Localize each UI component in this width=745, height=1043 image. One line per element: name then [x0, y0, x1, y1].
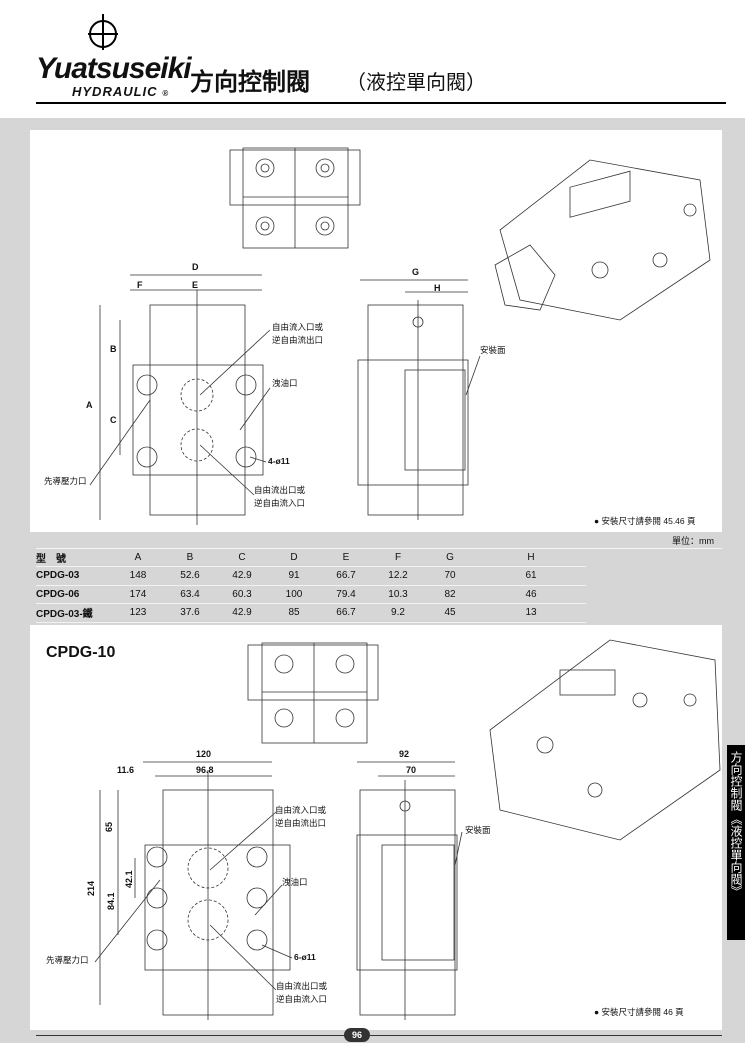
table-row: CPDG-03 148 52.6 42.9 91 66.7 12.2 70 61 — [36, 567, 586, 585]
cell: 85 — [288, 607, 300, 619]
header-cell: 型 號 — [36, 553, 66, 565]
cell: 91 — [288, 570, 300, 582]
side-tab-title: 方向控制閥 — [729, 751, 743, 811]
header-cell: G — [446, 551, 454, 563]
page-subtitle: （液控單向閥） — [346, 72, 486, 94]
cell: 42.9 — [232, 607, 252, 619]
cell: 66.7 — [336, 607, 356, 619]
cell: 82 — [444, 588, 456, 600]
callout-drain: 洩油口 — [282, 877, 308, 887]
table-row: CPDG-03-鐵 123 37.6 42.9 85 66.7 9.2 45 13 — [36, 604, 586, 622]
callout-mount: 安裝面 — [480, 345, 506, 355]
callout-free-flow-out: 自由流出口或逆自由流入口 — [276, 981, 328, 1004]
brand-logo: Yuatsuseiki — [36, 52, 192, 85]
header-cell: C — [238, 551, 246, 563]
dim-70: 70 — [406, 765, 417, 775]
cell: 45 — [444, 607, 456, 619]
header-cell: A — [134, 551, 142, 563]
callout-holes: 4-ø11 — [268, 456, 290, 466]
cell: 52.6 — [180, 570, 200, 582]
isometric-view-drawing — [494, 159, 711, 321]
callout-pilot: 先導壓力口 — [46, 955, 89, 965]
table-row: CPDG-06 174 63.4 60.3 100 79.4 10.3 82 46 — [36, 585, 586, 604]
cell: 174 — [129, 588, 147, 600]
cell: 100 — [285, 588, 303, 600]
callout-mount: 安裝面 — [465, 825, 491, 835]
cell: 123 — [129, 607, 147, 619]
cell: 60.3 — [232, 588, 252, 600]
brand-subtitle: HYDRAULIC — [72, 84, 158, 99]
cell: 12.2 — [388, 570, 408, 582]
cell: 42.9 — [232, 570, 252, 582]
dim-120: 120 — [196, 749, 212, 759]
dim-E: E — [192, 280, 199, 290]
header-cell: F — [394, 551, 402, 563]
callout-free-flow-out: 自由流出口或逆自由流入口 — [254, 485, 306, 508]
callout-drain: 洩油口 — [272, 378, 298, 388]
side-tab-subtitle: 《液控單向閥》 — [729, 813, 743, 897]
cpdg10-drawings — [94, 639, 721, 1020]
dim-F: F — [137, 280, 143, 290]
cell: 46 — [525, 588, 537, 600]
section-side-tab: 方向控制閥《液控單向閥》 — [727, 745, 745, 940]
cell: 70 — [444, 570, 456, 582]
model-title: CPDG-10 — [46, 644, 116, 661]
header-cell: H — [527, 551, 535, 563]
dim-A: A — [86, 400, 93, 410]
top-drawing-panel — [30, 130, 722, 532]
page-number: 96 — [344, 1028, 370, 1042]
front-view-drawing — [89, 274, 271, 525]
table-rule — [36, 548, 722, 549]
cell: CPDG-06 — [36, 588, 80, 600]
cell: 13 — [525, 607, 537, 619]
dim-C: C — [110, 415, 117, 425]
footer-rule — [36, 1035, 722, 1036]
dim-42-1: 42.1 — [124, 870, 134, 888]
cell: 66.7 — [336, 570, 356, 582]
mounting-note: ● 安裝尺寸請參閱 46 頁 — [594, 1007, 684, 1017]
cell: 9.2 — [391, 607, 405, 619]
header-rule — [36, 102, 726, 104]
dim-H: H — [434, 283, 441, 293]
callout-holes: 6-ø11 — [294, 952, 316, 962]
dim-11-6: 11.6 — [117, 765, 135, 775]
header-cell: E — [342, 551, 350, 563]
callout-free-flow-in: 自由流入口或逆自由流出口 — [272, 322, 324, 345]
brand-emblem-icon — [88, 14, 118, 50]
cell: 79.4 — [336, 588, 356, 600]
page-title: 方向控制閥 — [190, 69, 310, 96]
dim-84-1: 84.1 — [106, 892, 116, 910]
dim-92: 92 — [399, 749, 410, 759]
dim-D: D — [192, 262, 199, 272]
dim-B: B — [110, 344, 117, 354]
header-cell: B — [186, 551, 194, 563]
top-view-drawing — [229, 147, 361, 249]
dim-65: 65 — [104, 821, 114, 832]
callout-free-flow-in: 自由流入口或逆自由流出口 — [275, 805, 327, 828]
cell: 63.4 — [180, 588, 200, 600]
dim-96-8: 96.8 — [196, 765, 214, 775]
dimension-table: 型 號 A B C D E F G H CPDG-03 148 52.6 42.9 91 66.7 12.2… — [36, 548, 586, 623]
side-view-drawing — [357, 279, 481, 520]
mounting-note: ● 安裝尺寸請參閱 45.46 頁 — [594, 516, 696, 526]
unit-label: 單位：mm — [672, 536, 714, 546]
dim-214: 214 — [86, 880, 96, 896]
cell: 10.3 — [388, 588, 408, 600]
cell: 37.6 — [180, 607, 200, 619]
callout-pilot: 先導壓力口 — [44, 476, 87, 486]
cell: 61 — [525, 570, 537, 582]
dim-G: G — [412, 267, 420, 277]
registered-mark: ® — [162, 89, 170, 98]
cell: CPDG-03 — [36, 570, 80, 582]
header-cell: D — [290, 551, 298, 563]
cell: 148 — [129, 570, 147, 582]
cell: CPDG-03-鐵 — [36, 609, 93, 621]
